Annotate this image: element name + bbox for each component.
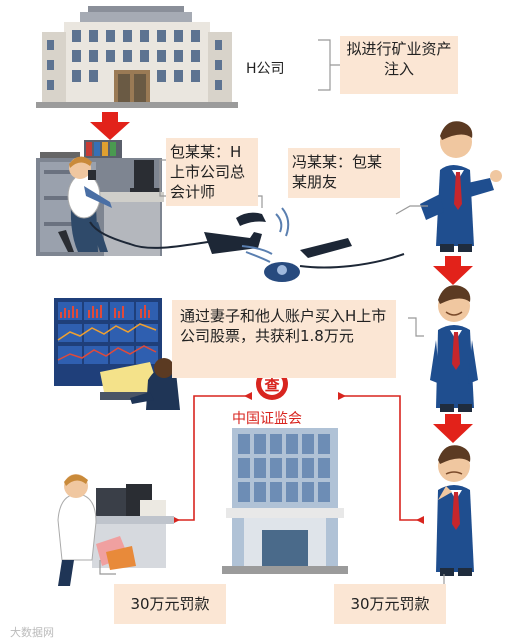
friend-box: 冯某某：包某某朋友 [288,148,400,198]
fine-box-left: 30万元罚款 [114,584,226,624]
office-building-illustration [36,6,238,108]
arrow-down-3 [433,414,473,443]
svg-text:查: 查 [264,376,280,394]
telephone-illustration [241,238,405,282]
csrc-building-illustration [222,428,348,574]
bracket-line [408,317,424,337]
accountant-at-desk-illustration [36,140,164,256]
businessman-worried-illustration [436,445,474,576]
trade-profit-box: 通过妻子和他人账户买入H上市公司股票，共获利1.8万元 [172,300,396,378]
arrow-down-1 [90,112,130,140]
businessman-thumbs-up-illustration [420,121,502,252]
company-label: H公司 [246,61,285,77]
watermark: 大数据网 [10,626,54,639]
stock-trader-illustration [54,298,180,410]
fine-box-right: 30万元罚款 [334,584,446,624]
bracket-line [159,159,168,197]
arrow-down-2 [433,256,473,285]
csrc-label: 中国证监会 [232,411,302,427]
accountant-box: 包某某：H上市公司总会计师 [166,138,258,206]
telephone-handset-illustration [89,207,290,254]
bracket-line [395,205,428,215]
bracket-line [99,560,116,575]
bracket-line [318,39,342,91]
event-box: 拟进行矿业资产注入 [340,36,458,94]
company-clerk-illustration [57,474,174,586]
businessman-smiling-illustration [430,285,478,412]
penalty-arrows [172,392,424,524]
